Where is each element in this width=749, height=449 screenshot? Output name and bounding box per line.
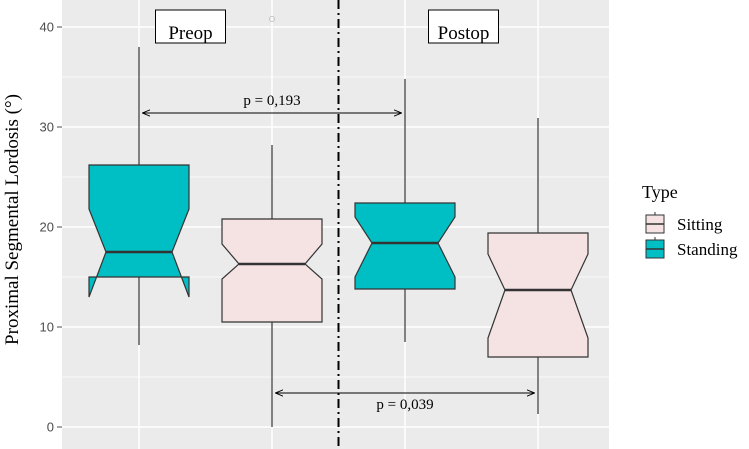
panel-label-preop: Preop (155, 9, 226, 44)
panel-label-postop-box (428, 9, 499, 44)
box-body (221, 218, 323, 323)
box-postop-sitting (487, 118, 589, 414)
y-axis: 0 10 20 30 40 (40, 20, 62, 435)
annotation-p-sitting: p = 0,039 (276, 393, 534, 413)
box-body (88, 164, 190, 298)
annotation-p-sitting-text: p = 0,039 (376, 397, 433, 413)
legend-label-sitting: Sitting (677, 215, 723, 234)
y-tick-label: 40 (40, 20, 54, 35)
y-tick-label: 10 (40, 320, 54, 335)
box-body (354, 202, 456, 290)
box-preop-sitting (221, 145, 323, 427)
legend-label-standing: Standing (677, 240, 738, 259)
panel-label-postop: Postop (428, 9, 499, 44)
legend-item-standing: Standing (645, 237, 738, 259)
annotation-p-preop: p = 0,193 (143, 93, 401, 113)
box-postop-standing (354, 79, 456, 342)
legend-item-sitting: Sitting (645, 212, 723, 234)
legend: Type Sitting Standing (642, 182, 738, 259)
annotations-layer: p = 0,193 p = 0,039 (143, 93, 534, 413)
panel-label-postop-text: Postop (438, 23, 490, 44)
panel-label-preop-box (155, 9, 226, 44)
outlier-point (268, 15, 276, 23)
panel-label-preop-text: Preop (168, 23, 212, 44)
legend-title: Type (642, 182, 678, 202)
y-tick-label: 30 (40, 120, 54, 135)
y-axis-label: Proximal Segmental Lordosis (°) (2, 94, 23, 345)
annotation-p-preop-text: p = 0,193 (243, 93, 300, 109)
box-preop-standing (88, 47, 190, 345)
outliers-layer (268, 15, 276, 23)
y-tick-label: 20 (40, 220, 54, 235)
box-body (487, 232, 589, 358)
boxes-layer (88, 47, 589, 427)
y-tick-label: 0 (47, 420, 54, 435)
